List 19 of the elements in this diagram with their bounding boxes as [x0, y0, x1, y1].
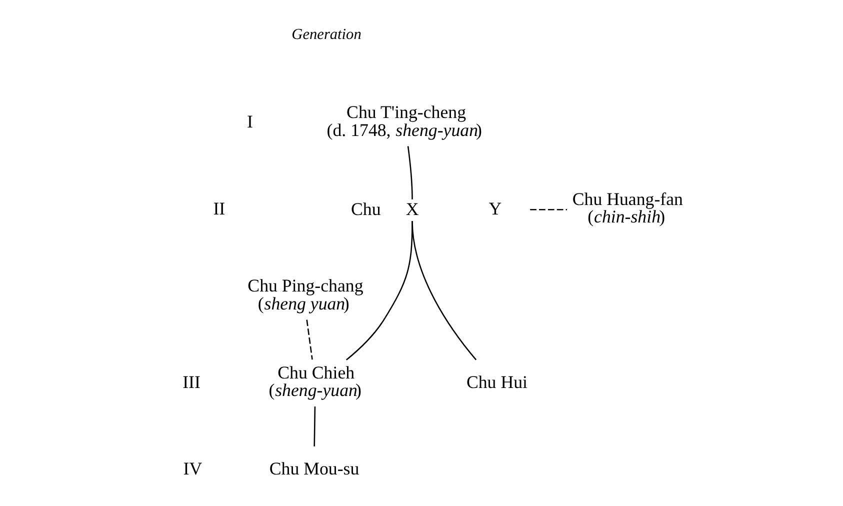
label: IV [183, 458, 202, 479]
node-label: Chu [351, 198, 381, 219]
node-text: Chu Chieh (sheng-yuan) [268, 362, 362, 400]
node-text: Chu Hui [466, 372, 528, 392]
connector [530, 208, 568, 210]
node-text: Chu Huang-fan (chin-shih) [572, 188, 683, 227]
label: Generation [292, 26, 362, 43]
connector [306, 320, 313, 360]
node-text: Chu Ping-chang (sheng yuan) [248, 276, 364, 314]
node-text: Chu Mou-su [269, 458, 360, 479]
label: I [247, 112, 253, 132]
node-text: X [406, 198, 419, 219]
label: III [182, 372, 200, 392]
node-text: Y [488, 198, 502, 218]
connector [412, 221, 477, 360]
label: II [213, 198, 226, 218]
node-text: Chu T'ing-cheng (d. 1748, sheng-yuan) [326, 102, 482, 140]
connector [314, 406, 316, 446]
connector [407, 146, 413, 200]
